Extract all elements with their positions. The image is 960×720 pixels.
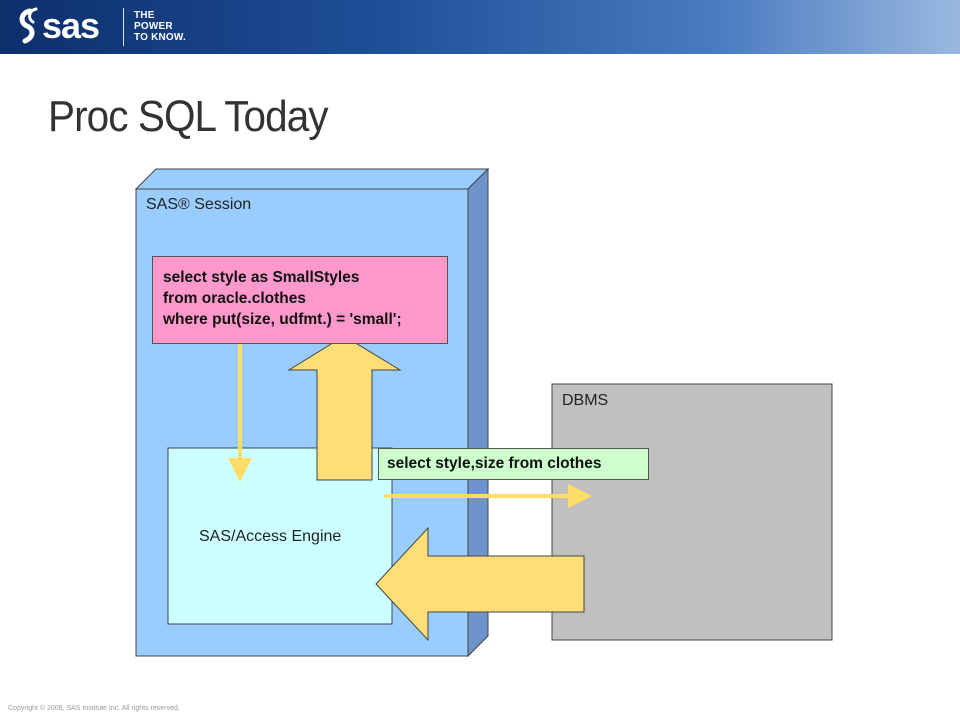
sas-wordmark: sas (42, 5, 99, 46)
sas-session-top-face (134, 168, 490, 190)
sas-session-label: SAS® Session (146, 196, 252, 213)
up-arrow (287, 335, 402, 481)
tagline: THE POWER TO KNOW. (134, 10, 186, 43)
tagline-divider (123, 8, 124, 46)
tagline-line-1: THE (134, 10, 155, 21)
sas-logo-icon: sas (19, 5, 100, 46)
page-title: Proc SQL Today (48, 92, 329, 141)
left-arrow (375, 526, 585, 642)
sql-query-line-3: where put(size, udfmt.) = 'small'; (163, 311, 402, 328)
tagline-line-3: TO KNOW. (134, 32, 186, 43)
tagline-line-2: POWER (134, 21, 173, 32)
sql-query-line-1: select style as SmallStyles (163, 269, 360, 286)
sql-query-box: select style as SmallStyles from oracle.… (152, 256, 448, 344)
sql-query-line-2: from oracle.clothes (163, 290, 306, 307)
copyright-footer: Copyright © 2006, SAS Institute Inc. All… (8, 705, 180, 712)
access-engine-label: SAS/Access Engine (199, 528, 342, 545)
dbms-box (551, 383, 833, 641)
dbms-label: DBMS (562, 392, 609, 409)
dbms-query-box: select style,size from clothes (378, 448, 649, 480)
header-bar: sas THE POWER TO KNOW. (0, 0, 960, 54)
